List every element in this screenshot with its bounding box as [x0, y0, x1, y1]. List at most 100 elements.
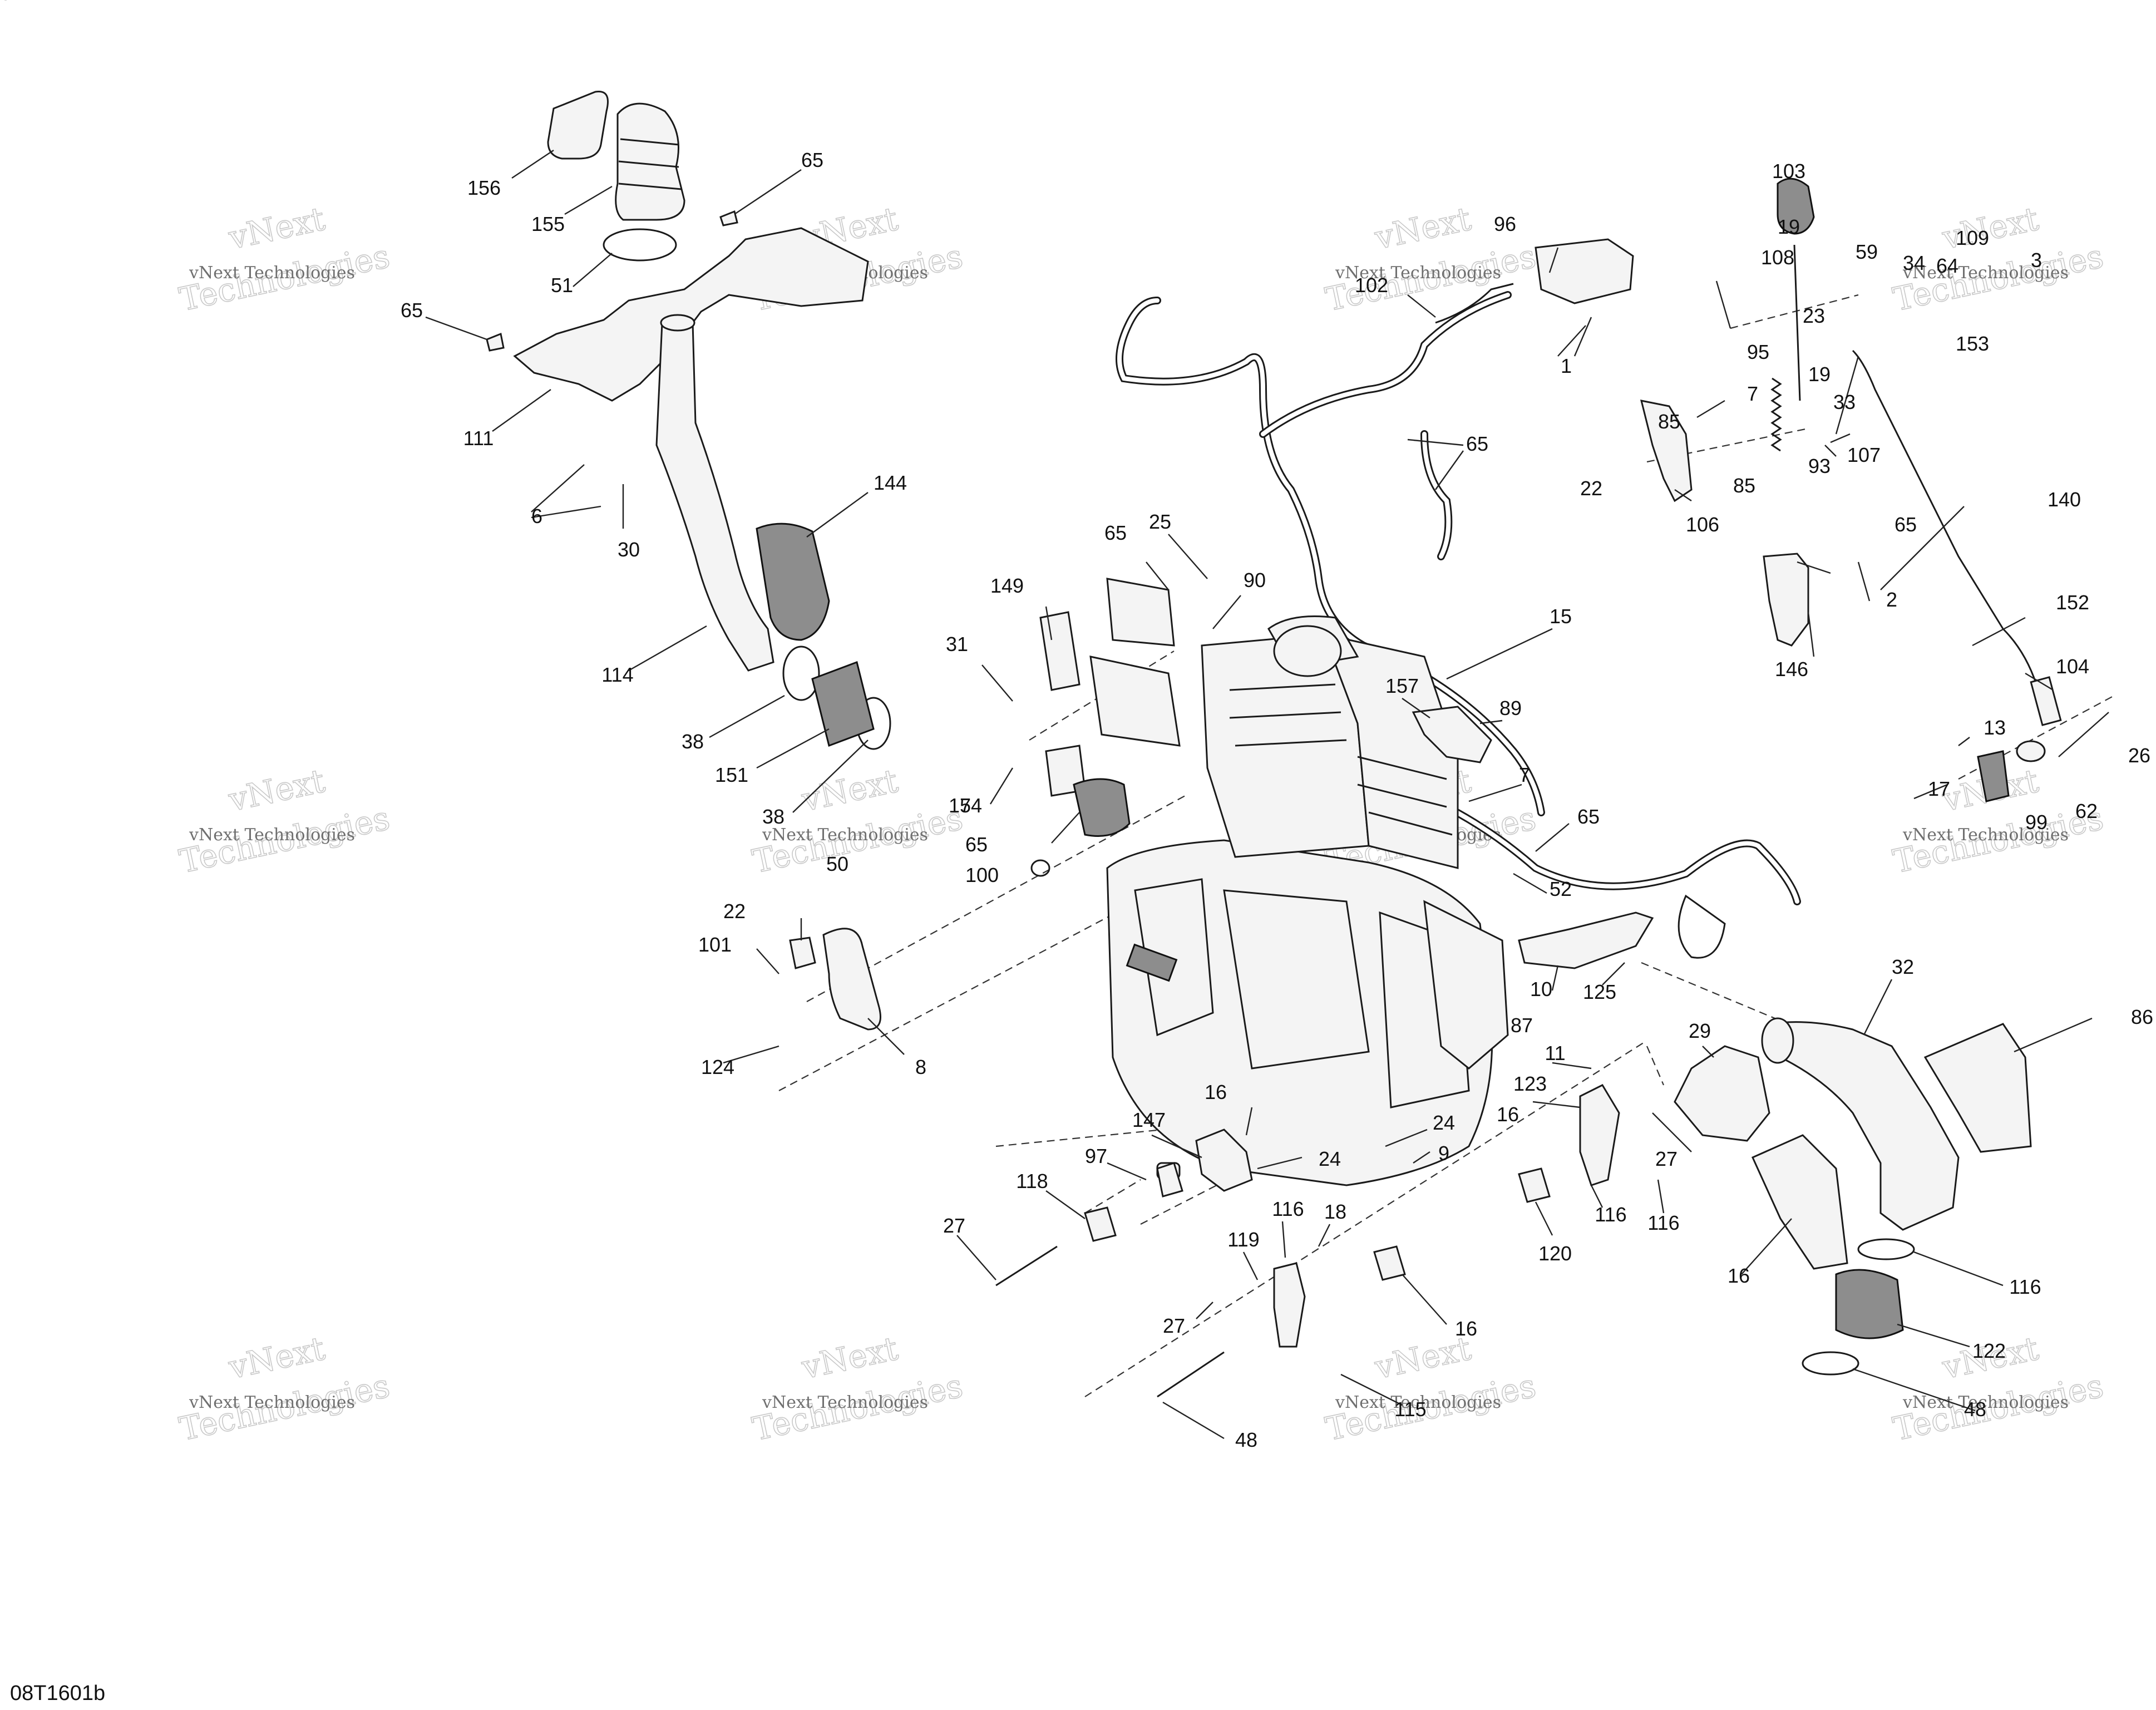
- part-122-shield: [1752, 1134, 1848, 1270]
- svg-text:vNext Technologies: vNext Technologies: [762, 1393, 928, 1412]
- callout-108: 108: [1761, 246, 1794, 269]
- svg-text:vNext Technologies: vNext Technologies: [1902, 825, 2069, 845]
- callout-155: 155: [531, 213, 565, 235]
- callout-7: 7: [1519, 763, 1530, 786]
- callout-122: 122: [1972, 1339, 2006, 1362]
- part-116-mount-b: [1084, 1206, 1117, 1242]
- part-101-mount: [789, 937, 816, 969]
- callout-65: 65: [1894, 513, 1917, 536]
- part-114-intake-tube: [655, 322, 774, 672]
- callout-23: 23: [1803, 304, 1825, 327]
- callout-85: 85: [1658, 410, 1680, 433]
- svg-text:vNext Technologies: vNext Technologies: [189, 1393, 355, 1412]
- callout-96: 96: [1494, 213, 1516, 235]
- callout-59: 59: [1856, 240, 1878, 263]
- part-95-spring: [1770, 377, 1782, 452]
- callout-149: 149: [990, 574, 1024, 597]
- callout-87: 87: [1511, 1014, 1533, 1037]
- callout-64: 64: [1936, 254, 1958, 277]
- callout-102: 102: [1355, 274, 1388, 297]
- callout-38: 38: [682, 730, 704, 753]
- callout-65: 65: [801, 149, 823, 171]
- callout-124: 124: [701, 1056, 734, 1078]
- part-65-clip-b: [486, 332, 505, 352]
- callout-140: 140: [2048, 488, 2081, 511]
- callout-48: 48: [1964, 1398, 1986, 1421]
- callout-146: 146: [1775, 658, 1808, 681]
- part-116-mount-a: [1156, 1162, 1183, 1198]
- callout-101: 101: [698, 933, 732, 956]
- part-103-knob: [1777, 178, 1815, 235]
- callout-89: 89: [1499, 697, 1522, 720]
- callout-29: 29: [1689, 1019, 1711, 1042]
- callout-118: 118: [1016, 1170, 1048, 1192]
- callout-156: 156: [467, 176, 501, 199]
- callout-125: 125: [1583, 980, 1616, 1003]
- callout-114: 114: [601, 663, 633, 686]
- callout-33: 33: [1833, 391, 1856, 413]
- callout-116: 116: [1272, 1198, 1304, 1220]
- svg-text:vNext: vNext: [225, 762, 328, 819]
- part-108-rod: [1793, 244, 1801, 401]
- svg-text:vNext Technologies: vNext Technologies: [1335, 1393, 1501, 1412]
- callout-116: 116: [2009, 1275, 2041, 1298]
- callout-62: 62: [2075, 800, 2098, 822]
- callout-38: 38: [762, 805, 785, 828]
- part-96-switch: [1535, 238, 1634, 304]
- callout-97: 97: [1085, 1145, 1107, 1167]
- part-125-bracket: [1518, 911, 1654, 969]
- callout-119: 119: [1227, 1228, 1259, 1251]
- callout-9: 9: [1438, 1142, 1449, 1165]
- callout-10: 10: [1530, 978, 1552, 1001]
- svg-text:vNext: vNext: [225, 200, 328, 257]
- callout-144: 144: [874, 471, 907, 494]
- svg-text:vNext Technologies: vNext Technologies: [1902, 263, 2069, 283]
- leader-lines: [425, 150, 2109, 1440]
- callout-16: 16: [1728, 1264, 1750, 1287]
- callout-22: 22: [1580, 477, 1602, 500]
- part-151-coupler: [811, 661, 875, 747]
- part-156-cover: [547, 90, 609, 160]
- part-116-mount-c: [1518, 1167, 1551, 1203]
- callout-16: 16: [1455, 1317, 1477, 1340]
- svg-text:vNext: vNext: [1371, 200, 1474, 257]
- callout-layer: 1561556551651116301441143815138961021651…: [0, 0, 2153, 1451]
- callout-48: 48: [1235, 1428, 1257, 1451]
- callout-100: 100: [965, 864, 999, 886]
- callout-116: 116: [1647, 1211, 1679, 1234]
- callout-109: 109: [1956, 226, 1989, 249]
- part-48-clamp-a: [1857, 1238, 1915, 1260]
- callout-34: 34: [1903, 252, 1925, 274]
- callout-22: 22: [723, 900, 746, 923]
- callout-65: 65: [1466, 432, 1488, 455]
- callout-103: 103: [1772, 160, 1805, 183]
- callout-111: 111: [463, 427, 494, 450]
- part-120-bracket: [1579, 1084, 1620, 1186]
- callout-95: 95: [1747, 341, 1769, 363]
- callout-151: 151: [715, 763, 748, 786]
- part-87-elbow: [1674, 1045, 1770, 1142]
- callout-107: 107: [1847, 443, 1881, 466]
- part-52-washer: [1030, 859, 1050, 877]
- part-102-cable: [1435, 283, 1514, 324]
- part-86-elbow-duct: [1768, 1021, 1960, 1231]
- callout-13: 13: [1984, 716, 2006, 739]
- part-140-shift-rod: [1852, 349, 2054, 713]
- callout-18: 18: [1324, 1200, 1346, 1223]
- callout-31: 31: [946, 633, 968, 656]
- callout-6: 6: [531, 505, 542, 528]
- part-144-cover: [756, 523, 830, 641]
- svg-text:vNext Technologies: vNext Technologies: [1902, 1393, 2069, 1412]
- callout-3: 3: [2031, 249, 2042, 272]
- callout-7: 7: [960, 794, 971, 817]
- callout-120: 120: [1538, 1242, 1572, 1265]
- callout-99: 99: [2025, 811, 2048, 834]
- part-123-shield: [1923, 1023, 2032, 1153]
- callout-86: 86: [2131, 1006, 2153, 1028]
- callout-51: 51: [551, 274, 573, 297]
- svg-text:vNext: vNext: [225, 1329, 328, 1387]
